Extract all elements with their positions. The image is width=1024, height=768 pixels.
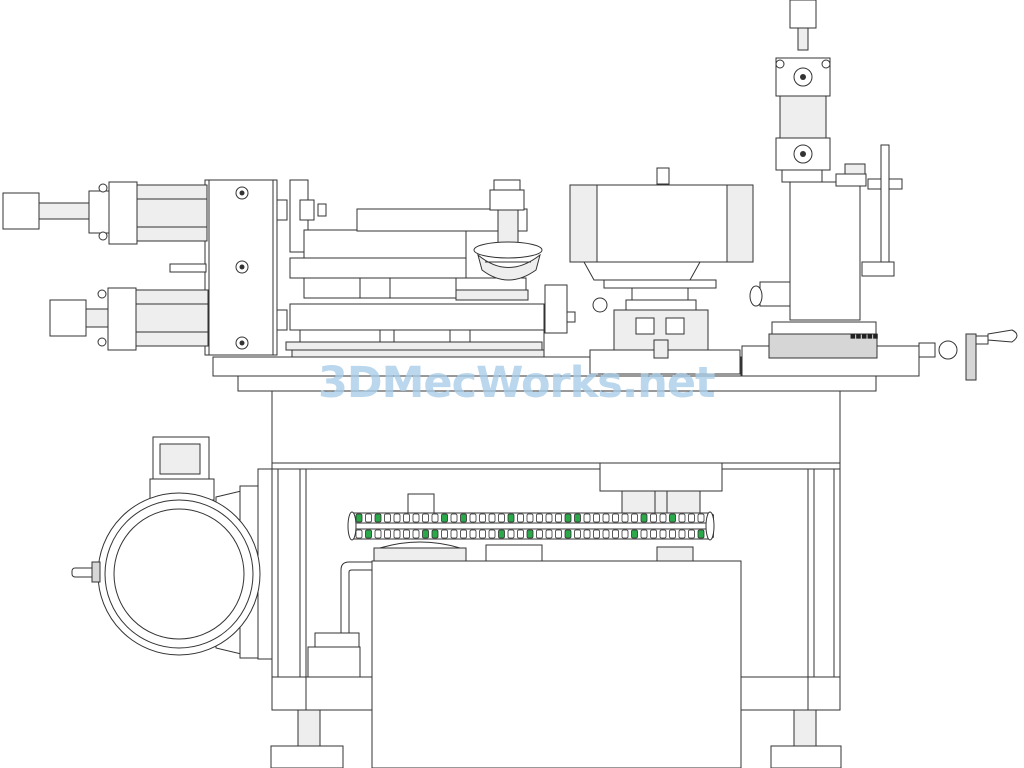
- electric-motor: [71, 436, 273, 660]
- chain-link: [669, 529, 676, 539]
- chain-link: [431, 513, 439, 523]
- chain-link: [555, 513, 562, 523]
- chain-link: [697, 529, 705, 539]
- cylinder-manifold-block: [204, 179, 288, 356]
- chain-link: [640, 513, 648, 523]
- chain-link: [517, 529, 524, 539]
- chain-link: [460, 529, 467, 539]
- tension-pulley: [473, 179, 543, 281]
- chain-link: [688, 529, 695, 539]
- chain-link: [498, 529, 505, 539]
- chain-link: [469, 513, 477, 523]
- chain-link: [640, 529, 648, 539]
- chain-link: [469, 529, 477, 539]
- chain-link: [602, 529, 610, 539]
- chain-link: [678, 513, 686, 523]
- vertical-slide-column: [749, 144, 903, 321]
- chain-link: [612, 513, 619, 523]
- chain-link: [479, 529, 486, 539]
- chain-link: [488, 529, 496, 539]
- chain-link: [688, 513, 695, 523]
- chain-link: [583, 529, 591, 539]
- chain-link: [412, 513, 420, 523]
- chain-link: [460, 513, 467, 523]
- chain-link: [574, 513, 581, 523]
- drive-chain: [347, 511, 715, 541]
- vertical-cylinder: [775, 0, 831, 183]
- chain-link: [374, 513, 382, 523]
- chain-link: [403, 529, 410, 539]
- chain-link: [488, 513, 496, 523]
- chain-link: [678, 529, 686, 539]
- chain-link: [612, 529, 619, 539]
- chain-link: [498, 513, 505, 523]
- chain-link: [545, 513, 553, 523]
- chain-link: [697, 513, 705, 523]
- leveling-foot-right: [770, 709, 842, 768]
- chain-link: [555, 529, 562, 539]
- chain-link: [431, 529, 439, 539]
- leveling-foot-left: [270, 709, 344, 768]
- sprocket: [705, 511, 715, 541]
- slide-block-label: ■■■■■: [850, 333, 879, 340]
- chain-link: [564, 529, 572, 539]
- pneumatic-cylinder-lower: [49, 287, 209, 351]
- chain-link: [384, 513, 391, 523]
- lower-pulley: [407, 462, 723, 515]
- chain-link: [441, 513, 448, 523]
- chain-link: [621, 529, 629, 539]
- chain-link: [450, 513, 458, 523]
- chain-link: [602, 513, 610, 523]
- adjustment-handwheel[interactable]: [918, 329, 1018, 381]
- chain-link: [650, 529, 657, 539]
- chain-link: [593, 529, 600, 539]
- chain-link: [441, 529, 448, 539]
- pneumatic-cylinder-upper: [2, 181, 208, 273]
- chain-link: [574, 529, 581, 539]
- chain-link: [659, 529, 667, 539]
- chain-link: [422, 529, 429, 539]
- chain-link: [479, 513, 486, 523]
- chain-link: [450, 529, 458, 539]
- machine-frame: [237, 375, 877, 711]
- chain-link: [669, 513, 676, 523]
- chain-link: [403, 513, 410, 523]
- chain-link: [631, 529, 638, 539]
- chain-link: [536, 529, 543, 539]
- sprocket: [347, 511, 357, 541]
- chain-link: [507, 513, 515, 523]
- chain-link: [412, 529, 420, 539]
- chain-link: [536, 513, 543, 523]
- chain-link: [631, 513, 638, 523]
- chain-link: [355, 513, 363, 523]
- chain-link: [517, 513, 524, 523]
- chain-link: [564, 513, 572, 523]
- spindle-head: [569, 167, 754, 375]
- gearbox-housing: [307, 541, 742, 768]
- slide-assembly: [285, 179, 576, 358]
- chain-link: [355, 529, 363, 539]
- chain-link: [526, 513, 534, 523]
- chain-link: [650, 513, 657, 523]
- chain-link: [384, 529, 391, 539]
- chain-link: [526, 529, 534, 539]
- chain-link: [365, 529, 372, 539]
- chain-link: [593, 513, 600, 523]
- chain-link: [583, 513, 591, 523]
- chain-link: [545, 529, 553, 539]
- chain-link: [621, 513, 629, 523]
- chain-link: [365, 513, 372, 523]
- chain-link: [659, 513, 667, 523]
- chain-link: [393, 529, 401, 539]
- chain-link: [507, 529, 515, 539]
- chain-link: [422, 513, 429, 523]
- chain-link: [393, 513, 401, 523]
- chain-link: [374, 529, 382, 539]
